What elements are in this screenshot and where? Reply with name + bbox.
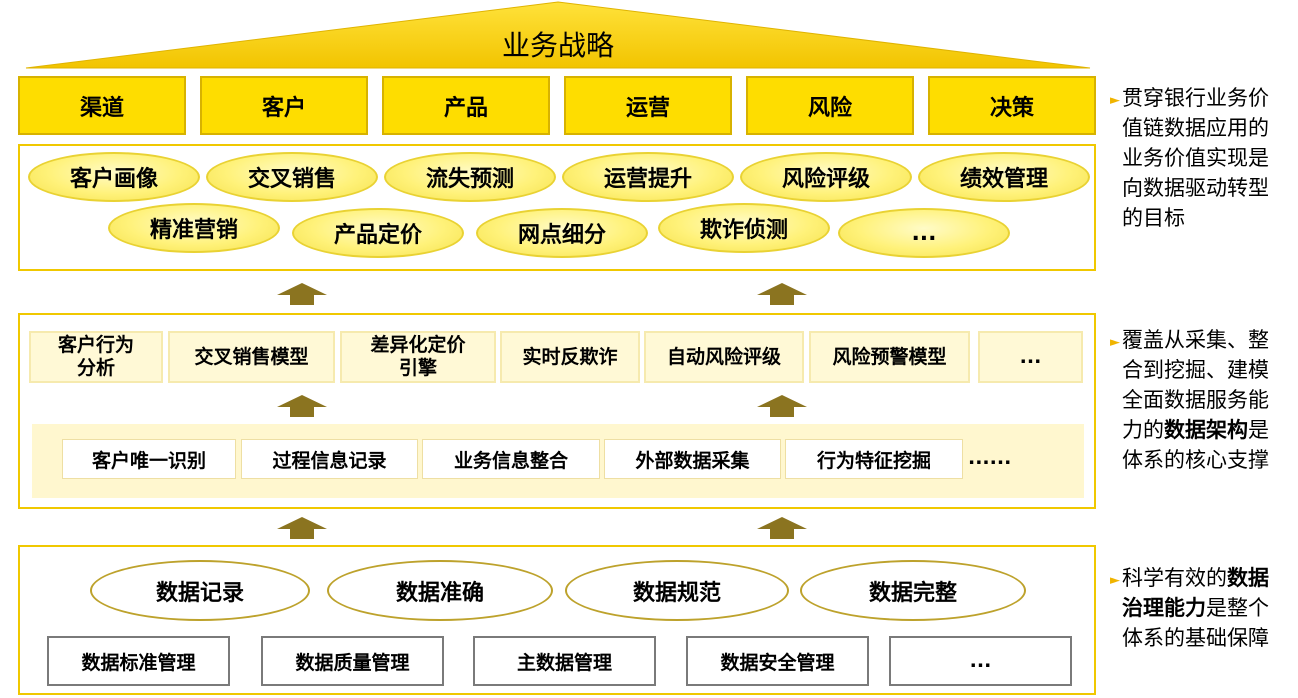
- category-decision: 决策: [928, 76, 1096, 135]
- model-customer-behavior-analysis: 客户行为 分析: [29, 331, 163, 383]
- model-more: ...: [978, 331, 1083, 383]
- up-arrow-icon: [757, 395, 807, 417]
- app-cross-selling: 交叉销售: [206, 152, 378, 202]
- category-risk: 风险: [746, 76, 914, 135]
- app-fraud-detection: 欺诈侦测: [658, 203, 830, 253]
- mgmt-data-security: 数据安全管理: [686, 636, 869, 686]
- category-channel: 渠道: [18, 76, 186, 135]
- note-data-governance: ► 科学有效的数据治理能力是整个体系的基础保障: [1110, 563, 1288, 653]
- mgmt-more: ...: [889, 636, 1072, 686]
- bullet-triangle-icon: ►: [1110, 93, 1120, 108]
- integration-more: ......: [968, 447, 1012, 469]
- quality-data-accuracy: 数据准确: [327, 560, 553, 621]
- up-arrow-icon: [757, 517, 807, 539]
- up-arrow-icon: [277, 395, 327, 417]
- up-arrow-icon: [277, 283, 327, 305]
- note-data-governance-text: 科学有效的数据治理能力是整个体系的基础保障: [1122, 566, 1269, 650]
- model-realtime-anti-fraud: 实时反欺诈: [500, 331, 640, 383]
- app-customer-portrait: 客户画像: [28, 152, 200, 202]
- app-product-pricing: 产品定价: [292, 208, 464, 258]
- category-customer: 客户: [200, 76, 368, 135]
- bullet-triangle-icon: ►: [1110, 335, 1120, 350]
- app-risk-rating: 风险评级: [740, 152, 912, 202]
- model-cross-selling: 交叉销售模型: [168, 331, 335, 383]
- model-auto-risk-rating: 自动风险评级: [644, 331, 804, 383]
- behavior-feature-mining: 行为特征挖掘: [785, 439, 963, 479]
- note-business-value-text: 贯穿银行业务价值链数据应用的业务价值实现是向数据驱动转型的目标: [1122, 86, 1269, 230]
- quality-data-completeness: 数据完整: [800, 560, 1026, 621]
- process-info-recording: 过程信息记录: [241, 439, 418, 479]
- up-arrow-icon: [277, 517, 327, 539]
- external-data-collection: 外部数据采集: [604, 439, 781, 479]
- app-performance-management: 绩效管理: [918, 152, 1090, 202]
- app-branch-segmentation: 网点细分: [476, 208, 648, 258]
- strategy-roof: [25, 1, 1091, 69]
- mgmt-data-quality: 数据质量管理: [261, 636, 444, 686]
- model-differentiated-pricing-engine: 差异化定价 引擎: [340, 331, 496, 383]
- app-churn-prediction: 流失预测: [384, 152, 556, 202]
- bullet-triangle-icon: ►: [1110, 573, 1120, 588]
- note-data-architecture-text: 覆盖从采集、整合到挖掘、建模全面数据服务能力的数据架构是体系的核心支撑: [1122, 328, 1269, 472]
- category-product: 产品: [382, 76, 550, 135]
- app-operation-improvement: 运营提升: [562, 152, 734, 202]
- model-risk-warning: 风险预警模型: [809, 331, 970, 383]
- up-arrow-icon: [757, 283, 807, 305]
- mgmt-data-standard: 数据标准管理: [47, 636, 230, 686]
- app-precision-marketing: 精准营销: [108, 203, 280, 253]
- note-data-architecture: ► 覆盖从采集、整合到挖掘、建模全面数据服务能力的数据架构是体系的核心支撑: [1110, 325, 1288, 475]
- strategy-title: 业务战略: [501, 29, 614, 62]
- app-more: ...: [838, 208, 1010, 258]
- quality-data-standardization: 数据规范: [565, 560, 789, 621]
- quality-data-recording: 数据记录: [90, 560, 310, 621]
- category-operation: 运营: [564, 76, 732, 135]
- business-info-integration: 业务信息整合: [422, 439, 600, 479]
- note-business-value: ► 贯穿银行业务价值链数据应用的业务价值实现是向数据驱动转型的目标: [1110, 83, 1288, 233]
- mgmt-master-data: 主数据管理: [473, 636, 656, 686]
- customer-unique-identification: 客户唯一识别: [62, 439, 236, 479]
